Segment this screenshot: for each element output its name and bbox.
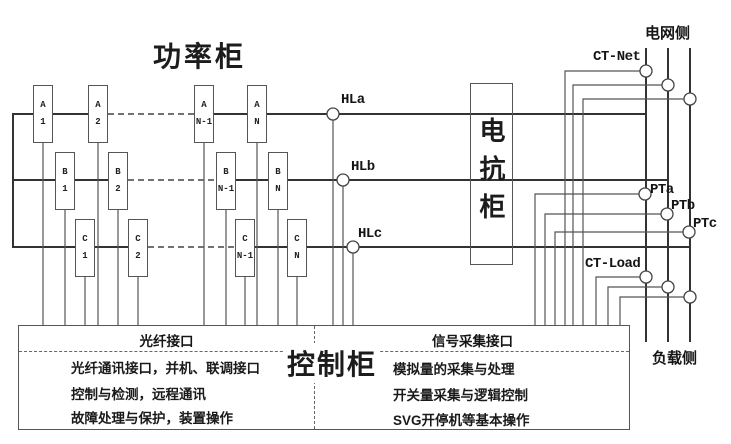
module-number: 1 (82, 251, 88, 261)
signal-item-3: SVG开停机等基本操作 (393, 413, 530, 428)
module-phase: A (95, 100, 101, 110)
module-number: 2 (95, 117, 101, 127)
ptc-label: PTc (693, 216, 717, 232)
module-number: N-1 (236, 251, 254, 261)
ct-load-sense-line (607, 286, 662, 325)
hlb-label: HLb (351, 159, 375, 175)
ct-load-circle-c (683, 290, 697, 304)
module-phase: C (135, 234, 141, 244)
fiber-item-2: 控制与检测，远程通讯 (71, 387, 206, 402)
module-number: 2 (115, 184, 121, 194)
ct-net-circle-c (683, 92, 697, 106)
module-drop-lines (42, 143, 298, 325)
ptb-circle (660, 207, 674, 221)
ct-net-circle-b (661, 78, 675, 92)
hlc-node-circle (346, 240, 360, 254)
hla-node-circle (326, 107, 340, 121)
signal-interface-header: 信号采集接口 (432, 334, 513, 349)
control-cabinet-box: 控制柜 光纤接口 信号采集接口 光纤通讯接口，并机、联调接口 控制与检测，远程通… (18, 325, 630, 430)
ct-load-sense-line (619, 296, 684, 325)
ct-net-circle-a (639, 64, 653, 78)
module-phase: B (275, 167, 281, 177)
module-number: N-1 (195, 117, 213, 127)
module-number: 1 (62, 184, 68, 194)
ct-load-sense-line (595, 276, 640, 325)
power-module-an1: A N-1 (194, 85, 214, 143)
reactor-cabinet-box: 电抗柜 (470, 83, 513, 265)
ct-load-circle-b (661, 280, 675, 294)
hlb-node-circle (336, 173, 350, 187)
module-phase: A (254, 100, 260, 110)
module-number: 1 (40, 117, 46, 127)
module-phase: A (40, 100, 46, 110)
ptb-label: PTb (671, 198, 695, 214)
fiber-item-1: 光纤通讯接口，并机、联调接口 (71, 361, 260, 376)
ct-load-circle-a (639, 270, 653, 284)
ptb-sense-line (544, 213, 661, 325)
pta-label: PTa (650, 182, 674, 198)
fiber-item-3: 故障处理与保护，装置操作 (71, 411, 233, 426)
hlc-label: HLc (358, 226, 382, 242)
module-number: N (294, 251, 300, 261)
pta-circle (638, 187, 652, 201)
pt-sense-lines (534, 193, 683, 325)
module-phase: C (82, 234, 88, 244)
power-module-cn1: C N-1 (235, 219, 255, 277)
ptc-circle (682, 225, 696, 239)
hl-sense-lines (332, 119, 354, 325)
module-number: N-1 (217, 184, 235, 194)
module-number: N (254, 117, 260, 127)
reactor-cabinet-title: 电抗柜 (476, 117, 506, 231)
module-phase: A (201, 100, 207, 110)
hla-label: HLa (341, 92, 365, 108)
measurement-circles (326, 64, 697, 304)
module-phase: C (294, 234, 300, 244)
signal-item-2: 开关量采集与逻辑控制 (393, 388, 528, 403)
ct-net-sense-line (582, 98, 684, 325)
power-module-bn1: B N-1 (216, 152, 236, 210)
load-side-label: 负载侧 (652, 350, 698, 367)
ct-net-label: CT-Net (593, 49, 641, 65)
ct-load-sense-lines (595, 276, 684, 325)
module-number: N (275, 184, 281, 194)
module-number: 2 (135, 251, 141, 261)
row-dashed-segments (108, 113, 235, 248)
control-cabinet-title: 控制柜 (284, 343, 381, 383)
module-phase: B (62, 167, 68, 177)
fiber-interface-header: 光纤接口 (139, 334, 194, 349)
signal-item-1: 模拟量的采集与处理 (393, 362, 515, 377)
module-phase: B (115, 167, 121, 177)
module-phase: B (223, 167, 229, 177)
ct-net-sense-lines (564, 70, 684, 325)
ct-net-sense-line (564, 70, 640, 325)
module-phase: C (242, 234, 248, 244)
ct-net-sense-line (572, 84, 662, 325)
ct-load-label: CT-Load (585, 256, 641, 272)
pta-sense-line (534, 193, 639, 325)
grid-side-label: 电网侧 (645, 25, 691, 42)
ptc-sense-line (554, 231, 683, 325)
power-cabinet-title: 功率柜 (153, 41, 247, 72)
